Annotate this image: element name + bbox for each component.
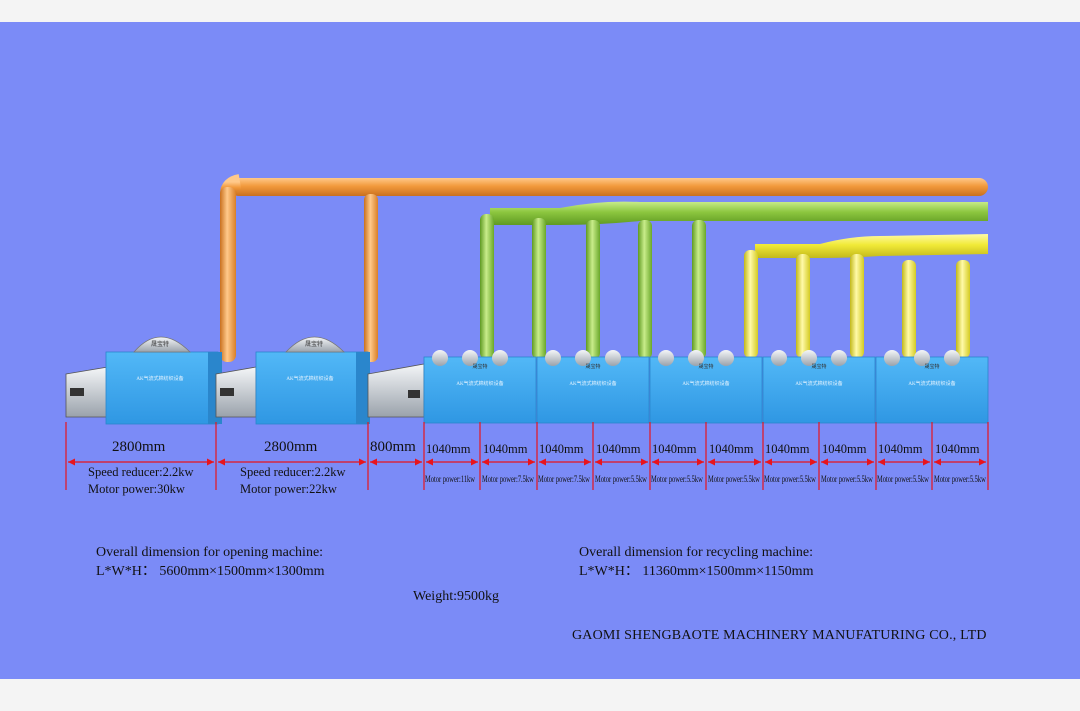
recycling-unit-length: 1040mm — [539, 442, 584, 456]
recycling-unit-length: 1040mm — [426, 442, 471, 456]
diagram-canvas: 晟宝特 AK气流式棉纺织设备 晟宝特 AK气流式棉纺织设备 晟宝特 AK气流式棉… — [0, 22, 1080, 679]
feeder-section — [367, 363, 425, 418]
recycling-unit-motor-power: Motor power:7.5kw — [538, 474, 590, 484]
recycling-unit-motor-power: Motor power:5.5kw — [877, 474, 929, 484]
recycling-unit-motor-power: Motor power:5.5kw — [595, 474, 647, 484]
opening-overall-value: L*W*H： 5600mm×1500mm×1300mm — [96, 564, 325, 579]
recycling-unit-length: 1040mm — [596, 442, 641, 456]
recycling-unit-length: 1040mm — [483, 442, 528, 456]
weight-label: Weight:9500kg — [413, 589, 499, 604]
opening-overall-title: Overall dimension for opening machine: — [96, 545, 324, 560]
opening-machine-2-length: 2800mm — [264, 439, 318, 455]
recycling-unit-length: 1040mm — [822, 442, 867, 456]
svg-text:晟宝特: 晟宝特 — [305, 340, 323, 348]
svg-text:晟宝特: 晟宝特 — [472, 363, 487, 370]
recycling-unit-length: 1040mm — [652, 442, 697, 456]
company-name: GAOMI SHENGBAOTE MACHINERY MANUFATURING … — [572, 628, 987, 643]
svg-text:AK气流式棉纺织设备: AK气流式棉纺织设备 — [286, 375, 333, 382]
svg-text:晟宝特: 晟宝特 — [698, 363, 713, 370]
recycling-unit-motor-power: Motor power:5.5kw — [708, 474, 760, 484]
dimension-lines — [65, 422, 989, 490]
recycling-unit-motor-power: Motor power:5.5kw — [934, 474, 986, 484]
svg-text:AK气流式棉纺织设备: AK气流式棉纺织设备 — [456, 380, 503, 387]
recycling-overall-title: Overall dimension for recycling machine: — [579, 545, 814, 560]
opening-machine-1: 晟宝特 AK气流式棉纺织设备 — [65, 336, 222, 425]
opening-machine-1-length: 2800mm — [112, 439, 166, 455]
opening-machine-2-motor-power: Motor power:22kw — [240, 482, 337, 496]
svg-text:AK气流式棉纺织设备: AK气流式棉纺织设备 — [136, 375, 183, 382]
machine-line-diagram: 晟宝特 AK气流式棉纺织设备 晟宝特 AK气流式棉纺织设备 晟宝特 AK气流式棉… — [65, 174, 989, 490]
orange-pipe — [220, 174, 988, 362]
opening-machine-1-speed-reducer: Speed reducer:2.2kw — [88, 465, 194, 479]
recycling-unit-motor-power: Motor power:5.5kw — [651, 474, 703, 484]
svg-text:AK气流式棉纺织设备: AK气流式棉纺织设备 — [569, 380, 616, 387]
svg-text:AK气流式棉纺织设备: AK气流式棉纺织设备 — [682, 380, 729, 387]
recycling-unit-length: 1040mm — [709, 442, 754, 456]
svg-text:晟宝特: 晟宝特 — [811, 363, 826, 370]
yellow-pipe — [744, 234, 988, 358]
recycling-machines: 晟宝特 AK气流式棉纺织设备 晟宝特 AK气流式棉纺织设备 晟宝特 AK气流式棉… — [423, 350, 989, 424]
recycling-machine-3: 晟宝特 AK气流式棉纺织设备 — [649, 350, 763, 424]
recycling-machine-2: 晟宝特 AK气流式棉纺织设备 — [536, 350, 650, 424]
svg-text:AK气流式棉纺织设备: AK气流式棉纺织设备 — [908, 380, 955, 387]
recycling-unit-motor-power: Motor power:7.5kw — [482, 474, 534, 484]
svg-text:晟宝特: 晟宝特 — [924, 363, 939, 370]
recycling-unit-length: 1040mm — [765, 442, 810, 456]
recycling-unit-motor-power: Motor power:5.5kw — [821, 474, 873, 484]
recycling-unit-length: 1040mm — [878, 442, 923, 456]
opening-machine-1-motor-power: Motor power:30kw — [88, 482, 185, 496]
svg-text:晟宝特: 晟宝特 — [585, 363, 600, 370]
gap-length: 800mm — [370, 439, 416, 455]
opening-machine-2-speed-reducer: Speed reducer:2.2kw — [240, 465, 346, 479]
green-pipe — [480, 201, 988, 359]
svg-text:晟宝特: 晟宝特 — [151, 340, 169, 348]
opening-machine-2: 晟宝特 AK气流式棉纺织设备 — [215, 336, 370, 425]
svg-text:AK气流式棉纺织设备: AK气流式棉纺织设备 — [795, 380, 842, 387]
recycling-unit-motor-power: Motor power:11kw — [425, 474, 475, 484]
recycling-machine-4: 晟宝特 AK气流式棉纺织设备 — [762, 350, 876, 424]
recycling-overall-value: L*W*H： 11360mm×1500mm×1150mm — [579, 564, 814, 579]
recycling-machine-1: 晟宝特 AK气流式棉纺织设备 — [423, 350, 537, 424]
recycling-unit-length: 1040mm — [935, 442, 980, 456]
recycling-machine-5: 晟宝特 AK气流式棉纺织设备 — [875, 350, 989, 424]
recycling-unit-motor-power: Motor power:5.5kw — [764, 474, 816, 484]
